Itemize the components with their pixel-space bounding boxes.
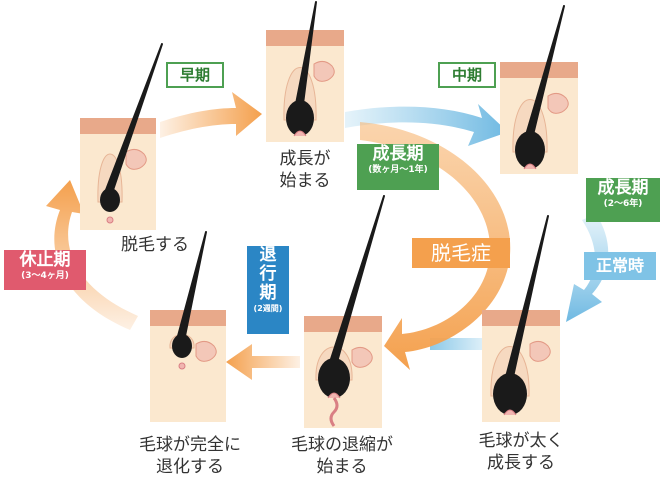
caption-fully-regressed: 毛球が完全に 退化する: [139, 435, 241, 477]
anagen-duration: (数ヶ月〜1年): [368, 165, 428, 175]
middle-phase-tag: 中期: [438, 62, 496, 88]
panel-shrink-start: [304, 195, 385, 428]
anagen-normal-title: 成長期: [597, 178, 649, 198]
panel-middle: [500, 5, 578, 174]
anagen-normal-duration: (2〜6年): [603, 199, 643, 209]
regression-arrow: [226, 344, 300, 380]
panel-growth-start: [266, 1, 344, 142]
catagen-title: 退 行 期: [259, 245, 277, 303]
bottom-arrow-blue: [430, 338, 488, 350]
telogen-title: 休止期: [19, 250, 71, 270]
anagen-tag: 成長期 (数ヶ月〜1年): [357, 144, 439, 190]
anagen-title: 成長期: [372, 144, 424, 164]
early-arrow: [160, 92, 262, 138]
anagen-normal-tag: 成長期 (2〜6年): [586, 178, 660, 222]
panel-shedding: [80, 43, 163, 230]
normal-label: 正常時: [584, 252, 656, 280]
caption-growth-start: 成長が 始まる: [279, 149, 331, 191]
telogen-duration: (3〜4ヶ月): [21, 271, 69, 281]
panel-regressed: [150, 231, 226, 422]
resting-arrow: [46, 180, 138, 330]
early-phase-tag: 早期: [166, 62, 224, 88]
catagen-tag: 退 行 期 (2週間): [247, 246, 289, 334]
catagen-duration: (2週間): [253, 304, 283, 313]
panel-bulb-thickens: [482, 215, 560, 422]
hair-loss-label: 脱毛症: [412, 238, 510, 268]
caption-shedding: 脱毛する: [121, 235, 189, 255]
normal-arrow-blue: [566, 214, 609, 322]
caption-shrink-start: 毛球の退縮が 始まる: [291, 435, 393, 477]
growth-arrow-blue: [345, 104, 508, 146]
telogen-tag: 休止期 (3〜4ヶ月): [4, 250, 86, 290]
hair-loss-arrow: [360, 122, 511, 370]
caption-bulb-thickens: 毛球が太く 成長する: [478, 431, 564, 473]
